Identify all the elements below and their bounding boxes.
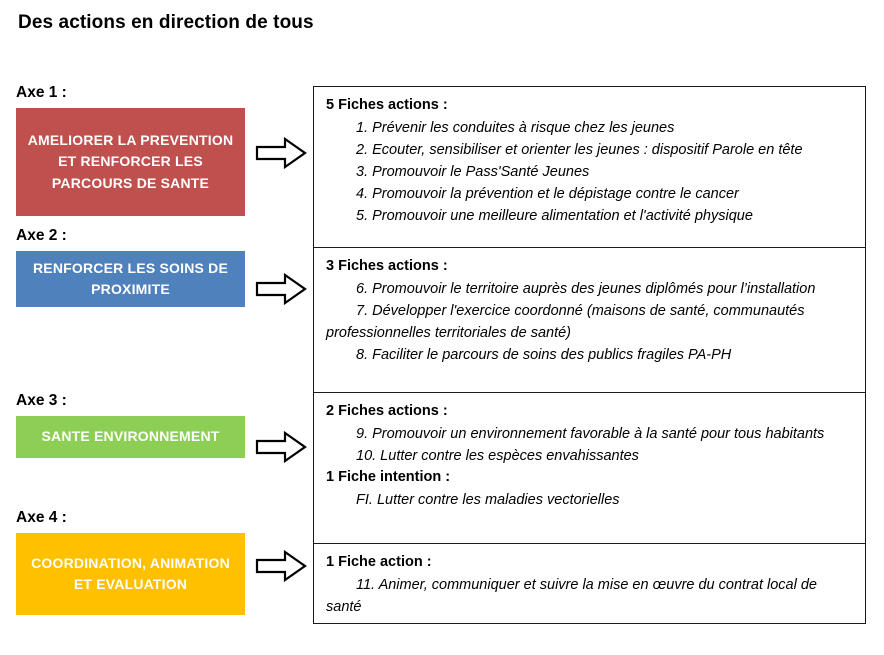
axis-block-4: Axe 4 : COORDINATION, ANIMATION ET EVALU…	[16, 509, 245, 615]
axis-box-4[interactable]: COORDINATION, ANIMATION ET EVALUATION	[16, 533, 245, 615]
list-item: 5. Promouvoir une meilleure alimentation…	[356, 208, 753, 225]
axis-label-3: Axe 3 :	[16, 392, 67, 409]
list-item: 10. Lutter contre les espèces envahissan…	[356, 448, 639, 465]
axis-box-3[interactable]: SANTE ENVIRONNEMENT	[16, 416, 245, 458]
actions-panel: 5 Fiches actions : 1. Prévenir les condu…	[313, 86, 866, 624]
axes-column: Axe 1 : AMELIORER LA PREVENTION ET RENFO…	[0, 0, 310, 655]
list-item: 4. Promouvoir la prévention et le dépist…	[356, 186, 739, 203]
right-arrow-icon	[255, 272, 307, 306]
axis-label-2: Axe 2 :	[16, 227, 67, 244]
section-heading: 2 Fiches actions :	[326, 403, 448, 419]
list-item: 6. Promouvoir le territoire auprès des j…	[356, 281, 816, 298]
axis-block-2: Axe 2 : RENFORCER LES SOINS DE PROXIMITE	[16, 227, 245, 307]
section-heading-secondary: 1 Fiche intention :	[326, 469, 451, 486]
action-list: 9. Promouvoir un environnement favorable…	[326, 423, 855, 467]
panel-section-axe-1: 5 Fiches actions : 1. Prévenir les condu…	[314, 87, 865, 248]
right-arrow-icon	[255, 549, 307, 583]
section-heading: 5 Fiches actions :	[326, 97, 448, 113]
panel-section-axe-4: 1 Fiche action : 11. Animer, communiquer…	[314, 544, 865, 623]
action-list: 1. Prévenir les conduites à risque chez …	[326, 117, 855, 227]
action-list: 11. Animer, communiquer et suivre la mis…	[326, 574, 855, 618]
list-item: 7. Développer l'exercice coordonné (mais…	[326, 303, 805, 342]
panel-section-axe-3: 2 Fiches actions : 9. Promouvoir un envi…	[314, 393, 865, 544]
section-heading: 1 Fiche action :	[326, 554, 432, 570]
axis-label-4: Axe 4 :	[16, 509, 67, 526]
action-list: 6. Promouvoir le territoire auprès des j…	[326, 278, 855, 366]
section-heading: 3 Fiches actions :	[326, 258, 448, 274]
intention-list: FI. Lutter contre les maladies vectoriel…	[326, 489, 855, 511]
list-item: 2. Ecouter, sensibiliser et orienter les…	[356, 142, 803, 159]
right-arrow-icon	[255, 136, 307, 170]
axis-block-1: Axe 1 : AMELIORER LA PREVENTION ET RENFO…	[16, 84, 245, 216]
list-item: 9. Promouvoir un environnement favorable…	[356, 426, 825, 443]
axis-box-2[interactable]: RENFORCER LES SOINS DE PROXIMITE	[16, 251, 245, 307]
list-item: FI. Lutter contre les maladies vectoriel…	[356, 492, 620, 509]
axis-block-3: Axe 3 : SANTE ENVIRONNEMENT	[16, 392, 245, 458]
list-item: 8. Faciliter le parcours de soins des pu…	[356, 347, 732, 364]
list-item: 3. Promouvoir le Pass'Santé Jeunes	[356, 164, 590, 181]
axis-label-1: Axe 1 :	[16, 84, 67, 101]
page-title: Des actions en direction de tous	[18, 12, 314, 33]
list-item: 11. Animer, communiquer et suivre la mis…	[326, 577, 817, 616]
list-item: 1. Prévenir les conduites à risque chez …	[356, 120, 675, 137]
panel-section-axe-2: 3 Fiches actions : 6. Promouvoir le terr…	[314, 248, 865, 393]
right-arrow-icon	[255, 430, 307, 464]
axis-box-1[interactable]: AMELIORER LA PREVENTION ET RENFORCER LES…	[16, 108, 245, 216]
